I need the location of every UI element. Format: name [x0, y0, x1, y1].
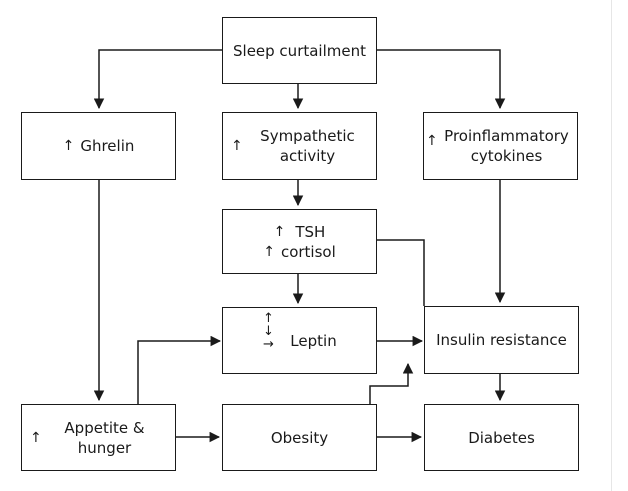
- obesity-label: Obesity: [270, 428, 329, 447]
- arrow-appetite-to-leptin: [137, 335, 222, 404]
- up-arrow-icon: ↑: [263, 311, 274, 326]
- sympathetic-activity-box: ↑ Sympathetic activity: [222, 112, 377, 180]
- hunger-label: hunger: [77, 438, 132, 457]
- sympathetic-label: Sympathetic: [260, 127, 355, 145]
- increase-arrow-icon: ↑: [62, 138, 75, 154]
- right-arrow-icon: →: [263, 337, 274, 352]
- proinflammatory-label: Proinflammatory: [444, 127, 569, 145]
- tsh-label: TSH: [295, 222, 326, 241]
- diabetes-box: Diabetes: [424, 404, 579, 471]
- down-arrow-icon: ↓: [263, 324, 274, 339]
- leptin-box: ↑ ↓ → Leptin: [222, 307, 377, 374]
- sleep-curtailment-label: Sleep curtailment: [233, 41, 366, 60]
- cytokines-label: cytokines: [470, 147, 543, 165]
- arrow-hormones-to-insulin: [376, 239, 425, 306]
- tsh-cortisol-box: ↑ TSH ↑ cortisol: [222, 209, 377, 274]
- increase-arrow-icon: ↑: [426, 133, 438, 149]
- increase-arrow-icon: ↑: [273, 223, 286, 240]
- ghrelin-box: ↑ Ghrelin: [21, 112, 176, 180]
- sleep-curtailment-box: Sleep curtailment: [222, 17, 377, 84]
- page-edge-divider: [611, 0, 612, 491]
- insulin-resistance-label: Insulin resistance: [436, 331, 567, 349]
- arrow-obesity-to-insulin: [369, 362, 414, 404]
- arrow-sleep-to-ghrelin: [93, 49, 222, 110]
- leptin-label: Leptin: [290, 331, 337, 350]
- increase-arrow-icon: ↑: [30, 429, 42, 446]
- diabetes-label: Diabetes: [468, 428, 535, 447]
- appetite-hunger-box: ↑ Appetite & hunger: [21, 404, 176, 471]
- insulin-resistance-box: Insulin resistance: [424, 306, 579, 374]
- increase-arrow-icon: ↑: [263, 243, 275, 260]
- leptin-change-arrows: ↑ ↓ →: [263, 312, 274, 351]
- activity-label: activity: [279, 147, 336, 165]
- proinflammatory-cytokines-box: ↑ Proinflammatory cytokines: [423, 112, 578, 180]
- ghrelin-label: Ghrelin: [80, 137, 135, 155]
- obesity-box: Obesity: [222, 404, 377, 471]
- appetite-label: Appetite &: [64, 418, 145, 437]
- increase-arrow-icon: ↑: [231, 138, 243, 154]
- arrow-sleep-to-cytokines: [377, 49, 506, 110]
- cortisol-label: cortisol: [280, 242, 336, 261]
